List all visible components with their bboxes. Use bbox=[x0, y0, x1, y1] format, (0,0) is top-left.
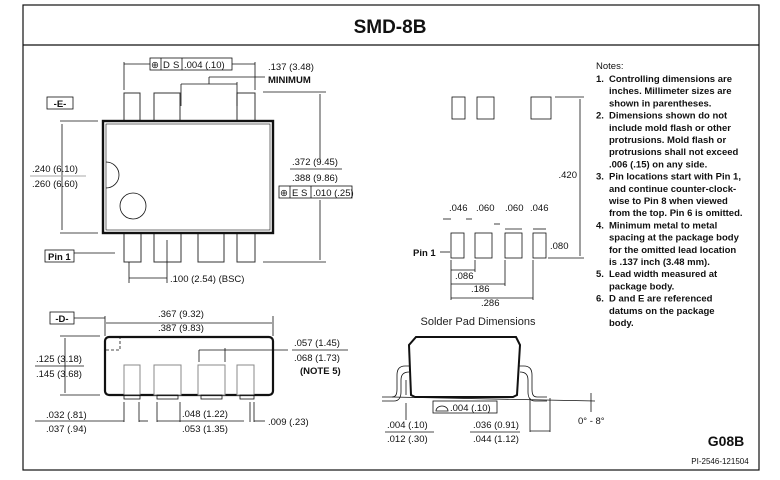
side-view: -D- .367 (9.32) .387 (9.83) .125 (3.18) … bbox=[35, 309, 348, 435]
flatness-value: .004 (.10) bbox=[450, 403, 491, 414]
pad-caption: Solder Pad Dimensions bbox=[421, 316, 536, 328]
note-line: Minimum metal to metal bbox=[609, 220, 717, 231]
height-max: .145 (3.68) bbox=[36, 369, 82, 380]
note-number: 4. bbox=[596, 220, 604, 231]
pin1-box bbox=[44, 249, 75, 263]
gap-dim: .137 (3.48) bbox=[268, 62, 314, 73]
note-line: Dimensions shown do not bbox=[609, 111, 728, 122]
standoff-max: .012 (.30) bbox=[387, 434, 428, 445]
notes-section: Notes: 1. Controlling dimensions areinche… bbox=[596, 61, 743, 329]
top-leads bbox=[123, 92, 256, 263]
pad-dist-2: .186 bbox=[471, 284, 490, 295]
position-symbol: ⊕ bbox=[151, 60, 159, 71]
pin1-label: Pin 1 bbox=[48, 252, 71, 263]
foot-len-min: .036 (0.91) bbox=[473, 420, 519, 431]
length-max: .387 (9.83) bbox=[158, 323, 204, 334]
standoff-min: .004 (.10) bbox=[387, 420, 428, 431]
flatness-icon bbox=[435, 405, 449, 412]
note-line: Pin locations start with Pin 1, bbox=[609, 172, 741, 183]
lead-width-note: (NOTE 5) bbox=[300, 366, 341, 377]
drawing-frame bbox=[22, 4, 760, 471]
note-number: 3. bbox=[596, 172, 604, 183]
doc-number: PI-2546-121504 bbox=[691, 457, 749, 466]
pad-width-2: .060 bbox=[476, 203, 495, 214]
tolerance-value: .010 (.25) bbox=[313, 188, 354, 199]
pad-layout: .420 .046 .060 .060 .046 .080 Pin 1 .086… bbox=[413, 96, 584, 328]
side-leads bbox=[123, 364, 255, 400]
profile-view: .004 (.10) .004 (.10) .012 (.30) .036 (0… bbox=[382, 336, 605, 445]
note-line: wise to Pin 8 when viewed bbox=[608, 196, 728, 207]
position-symbol: ⊕ bbox=[280, 188, 288, 199]
foot-len-max: .044 (1.12) bbox=[473, 434, 519, 445]
note-line: Lead width measured at bbox=[609, 269, 718, 280]
pad-dist-1: .086 bbox=[455, 271, 474, 282]
solder-pads bbox=[450, 232, 547, 259]
package-code: G08B bbox=[708, 433, 745, 449]
flatness-frame bbox=[432, 400, 498, 414]
span-max: .388 (9.86) bbox=[292, 173, 338, 184]
pad-dist-3: .286 bbox=[481, 298, 500, 309]
pad-width-3: .060 bbox=[505, 203, 524, 214]
gap-note: MINIMUM bbox=[268, 75, 311, 86]
pad-height: .080 bbox=[550, 241, 569, 252]
modifier: S bbox=[173, 60, 179, 71]
lead-width-min: .057 (1.45) bbox=[294, 338, 340, 349]
lead-angle: 0° - 8° bbox=[578, 416, 605, 427]
note-line: include mold flash or other bbox=[609, 123, 731, 134]
tolerance-value: .004 (.10) bbox=[184, 60, 225, 71]
notes-heading: Notes: bbox=[596, 61, 623, 72]
side-body bbox=[103, 335, 275, 397]
lead-width-max: .068 (1.73) bbox=[294, 353, 340, 364]
foot-min: .032 (.81) bbox=[46, 410, 87, 421]
pad-width-4: .046 bbox=[530, 203, 549, 214]
lead-thickness: .009 (.23) bbox=[268, 417, 309, 428]
package-body bbox=[101, 119, 275, 235]
note-line: Controlling dimensions are bbox=[609, 74, 732, 85]
drawing-title: SMD-8B bbox=[354, 17, 427, 38]
width-min: .240 (6.10) bbox=[32, 164, 78, 175]
width-max: .260 (6.60) bbox=[32, 179, 78, 190]
note-line: datums on the package bbox=[609, 306, 715, 317]
note-line: inches. Millimeter sizes are bbox=[609, 86, 732, 97]
note-line: .006 (.15) on any side. bbox=[609, 159, 707, 170]
height-min: .125 (3.18) bbox=[36, 354, 82, 365]
top-view: -E- .240 (6.10) .260 (6.60) Pin 1 .100 (… bbox=[30, 57, 354, 285]
note-line: is .137 inch (3.48 mm). bbox=[609, 257, 710, 268]
note-line: body. bbox=[609, 318, 634, 329]
tolerance-frame-d: ⊕ D S .004 (.10) bbox=[149, 57, 233, 71]
pitch-dim: .100 (2.54) (BSC) bbox=[170, 274, 244, 285]
tolerance-frame-e: ⊕ E S .010 (.25) bbox=[278, 185, 354, 199]
pin1-dot-icon bbox=[119, 192, 147, 220]
pad-width-1: .046 bbox=[449, 203, 468, 214]
lead-pitch-max: .053 (1.35) bbox=[182, 424, 228, 435]
length-min: .367 (9.32) bbox=[158, 309, 204, 320]
note-line: protrusions shall not exceed bbox=[609, 147, 739, 158]
note-line: shown in parentheses. bbox=[609, 98, 711, 109]
note-line: package body. bbox=[609, 281, 674, 292]
span-min: .372 (9.45) bbox=[292, 157, 338, 168]
lead-pitch-min: .048 (1.22) bbox=[182, 409, 228, 420]
datum-ref: E bbox=[292, 188, 298, 199]
note-number: 2. bbox=[596, 111, 604, 122]
datum-d-label: -D- bbox=[55, 314, 68, 325]
foot-max: .037 (.94) bbox=[46, 424, 87, 435]
note-line: from the top. Pin 6 is omitted. bbox=[609, 208, 743, 219]
note-line: spacing at the package body bbox=[609, 233, 740, 244]
note-line: D and E are referenced bbox=[609, 294, 713, 305]
modifier: S bbox=[301, 188, 307, 199]
note-line: and continue counter-clock- bbox=[609, 184, 736, 195]
note-line: for the omitted lead location bbox=[609, 245, 736, 256]
note-number: 5. bbox=[596, 269, 604, 280]
note-line: protrusions. Mold flash or bbox=[609, 135, 726, 146]
pad-pin1-label: Pin 1 bbox=[413, 248, 436, 259]
datum-e-box bbox=[46, 96, 74, 110]
notch-icon bbox=[105, 161, 120, 189]
pad-total-height: .420 bbox=[559, 170, 578, 181]
datum-e-label: -E- bbox=[54, 99, 67, 110]
note-number: 1. bbox=[596, 74, 604, 85]
note-number: 6. bbox=[596, 294, 604, 305]
datum-ref: D bbox=[163, 60, 170, 71]
